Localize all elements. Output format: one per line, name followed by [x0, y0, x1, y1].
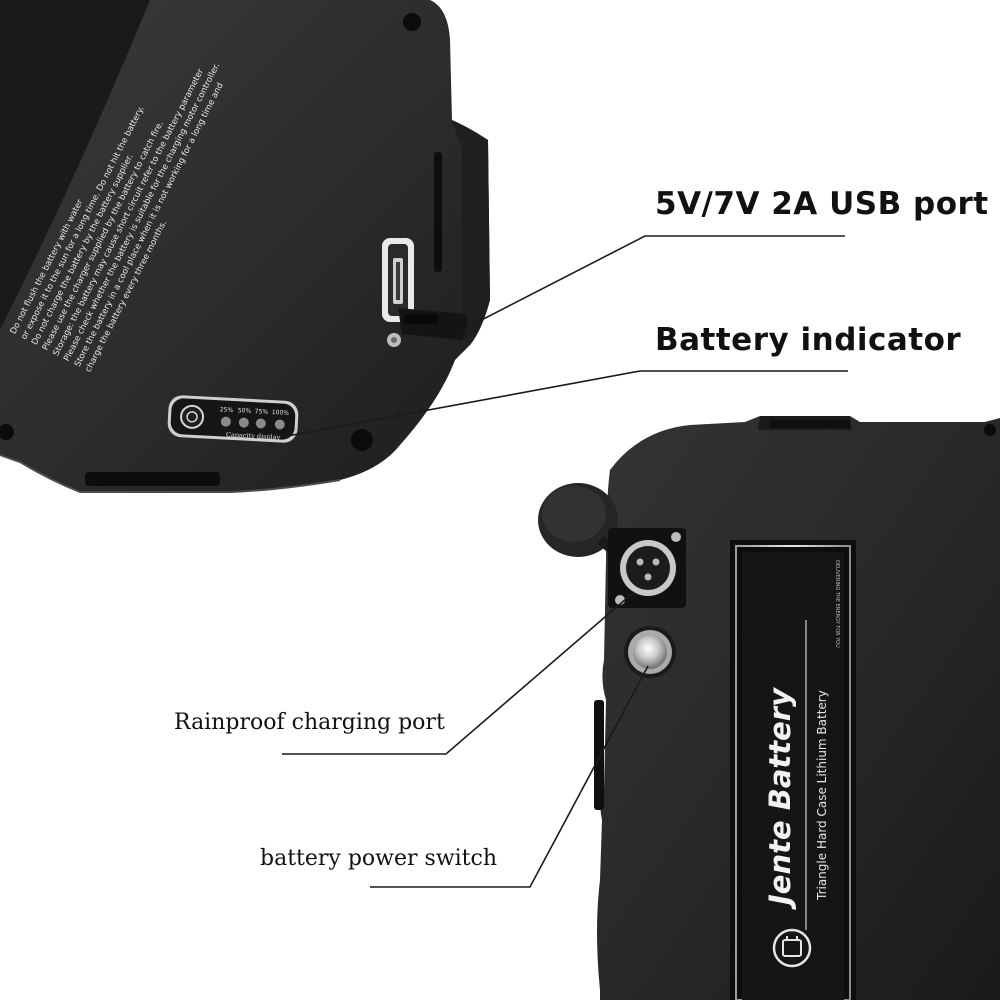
battery-indicator-panel: 25% 50% 75% 100% Capacity display — [167, 395, 299, 443]
callout-lines — [281, 235, 848, 888]
usb-port — [382, 238, 468, 347]
brand-label-plate: Jente Battery Triangle Hard Case Lithium… — [730, 540, 856, 1000]
switch-callout-line — [370, 665, 649, 888]
led-indicator — [274, 419, 285, 430]
charging-port-cap — [538, 483, 626, 564]
charging-port — [608, 528, 686, 608]
led-indicator — [220, 416, 231, 427]
usb-port-label: 5V/7V 2A USB port — [655, 186, 989, 222]
indicator-callout-line — [281, 370, 848, 438]
power-switch-button — [624, 626, 676, 678]
brand-name: Jente Battery — [763, 687, 797, 910]
level-label: 100% — [272, 409, 290, 417]
battery-indicator-label: Battery indicator — [655, 322, 962, 358]
level-label: 75% — [255, 408, 269, 416]
level-label: 25% — [220, 406, 234, 414]
charging-port-label: Rainproof charging port — [174, 710, 445, 735]
brand-subtitle: Triangle Hard Case Lithium Battery — [815, 690, 829, 901]
capacity-caption: Capacity display — [226, 431, 281, 442]
usb-callout-line — [461, 235, 845, 331]
charging-callout-line — [282, 591, 635, 755]
level-label: 50% — [238, 407, 252, 415]
power-switch-label: battery power switch — [260, 846, 498, 871]
led-indicator — [255, 418, 266, 429]
battery-logo-icon — [772, 928, 812, 968]
power-icon — [180, 404, 205, 429]
top-battery-casing — [0, 0, 490, 493]
brand-tagline: DELIVERING THE ENERGY FOR YOU — [834, 560, 840, 648]
led-indicator — [238, 417, 249, 428]
